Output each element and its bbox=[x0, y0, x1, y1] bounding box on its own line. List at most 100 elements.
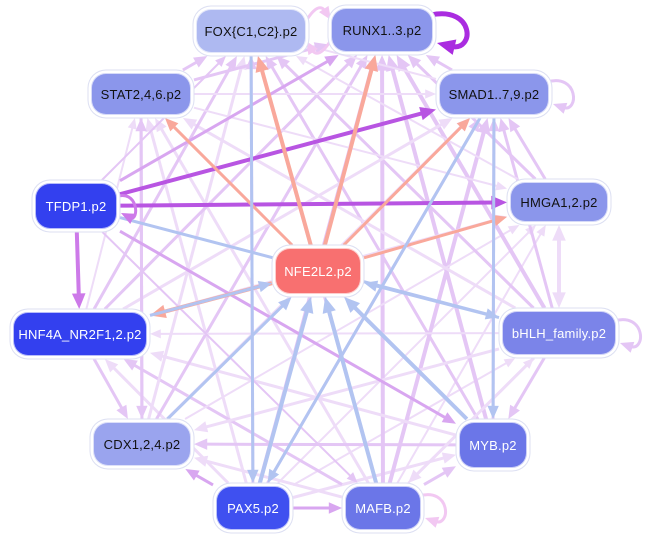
edge-mafb-hnf4a-arrowhead bbox=[123, 359, 138, 371]
edge-mafb-myb bbox=[423, 470, 448, 486]
edge-tfdp-hmga bbox=[119, 200, 495, 208]
edge-bhlh-hnf4a bbox=[158, 332, 500, 335]
node-label-nfe: NFE2L2.p2 bbox=[284, 263, 352, 279]
edge-bhlh-runx bbox=[401, 64, 547, 310]
edge-cdx-fox bbox=[147, 65, 244, 420]
node-stat[interactable]: STAT2,4,6.p2 bbox=[91, 73, 191, 115]
edge-mafb-nfe-arrowhead bbox=[322, 297, 336, 314]
node-runx[interactable]: RUNX1..3.p2 bbox=[331, 8, 433, 52]
edge-hnf4a-smad-arrowhead bbox=[438, 118, 453, 130]
edge-myb-hnf4a-arrowhead bbox=[150, 350, 165, 362]
edge-pax5-cdx bbox=[193, 472, 214, 487]
edge-myb-hnf4a bbox=[159, 354, 457, 437]
node-bhlh[interactable]: bHLH_family.p2 bbox=[502, 311, 616, 355]
edge-bhlh-mafb bbox=[414, 356, 535, 477]
edge-pax5-bhlh-arrowhead bbox=[503, 358, 516, 368]
edge-fox-pax5 bbox=[249, 55, 255, 473]
edge-mafb-runx bbox=[380, 67, 385, 484]
node-cdx[interactable]: CDX1,2,4.p2 bbox=[93, 422, 191, 466]
node-smad[interactable]: SMAD1..7,9.p2 bbox=[439, 73, 549, 115]
edge-pax5-nfe bbox=[257, 308, 310, 484]
edge-cdx-runx bbox=[155, 63, 364, 420]
edge-nfe-smad-arrowhead bbox=[456, 118, 471, 132]
edge-stat-runx bbox=[193, 45, 319, 82]
node-pax5[interactable]: PAX5.p2 bbox=[216, 486, 290, 530]
edge-stat-hmga-arrowhead bbox=[495, 181, 507, 191]
edge-smad-runx bbox=[434, 58, 453, 72]
edge-tfdp-smad-arrowhead bbox=[419, 107, 436, 121]
edge-pax5-hnf4a-arrowhead bbox=[104, 359, 119, 373]
node-tfdp[interactable]: TFDP1.p2 bbox=[35, 183, 117, 229]
edge-fox-runx-curve bbox=[304, 6, 327, 22]
edge-hnf4a-stat-arrowhead bbox=[127, 118, 137, 130]
edge-hnf4a-runx bbox=[103, 61, 351, 311]
edge-stat-runx-arrowhead bbox=[313, 42, 328, 54]
self-loop-smad bbox=[545, 79, 575, 110]
edge-tfdp-bhlh-arrowhead bbox=[484, 308, 499, 320]
node-nfe[interactable]: NFE2L2.p2 bbox=[275, 248, 361, 294]
node-label-pax5: PAX5.p2 bbox=[227, 500, 279, 516]
edge-tfdp-fox bbox=[101, 61, 221, 181]
edge-tfdp-runx bbox=[119, 58, 331, 182]
edge-cdx-hmga bbox=[184, 228, 513, 420]
edge-smad-myb-arrowhead bbox=[487, 405, 499, 419]
edge-myb-nfe bbox=[351, 304, 469, 421]
edge-fox-pax5-arrowhead bbox=[247, 469, 259, 483]
edge-hmga-fox bbox=[303, 59, 519, 180]
edge-myb-cdx-arrowhead bbox=[194, 438, 208, 450]
node-hnf4a[interactable]: HNF4A_NR2F1,2.p2 bbox=[13, 312, 147, 356]
node-hmga[interactable]: HMGA1,2.p2 bbox=[510, 182, 608, 222]
edge-hmga-fox-arrowhead bbox=[296, 56, 308, 66]
edge-hmga-smad bbox=[512, 126, 547, 180]
edge-mafb-hnf4a bbox=[131, 362, 343, 486]
edge-bhlh-stat-arrowhead bbox=[182, 118, 198, 130]
edge-bhlh-stat bbox=[191, 121, 517, 310]
edge-tfdp-runx-arrowhead bbox=[324, 55, 339, 67]
edge-cdx-runx-arrowhead bbox=[355, 55, 368, 70]
self-loop-mafb-arrowhead bbox=[425, 516, 440, 528]
self-loop-smad-arrowhead bbox=[553, 102, 568, 114]
edge-nfe-hmga bbox=[363, 218, 498, 260]
edge-pax5-bhlh bbox=[292, 361, 509, 486]
edge-hnf4a-fox-arrowhead bbox=[225, 56, 237, 71]
edge-nfe-smad bbox=[342, 124, 464, 247]
edge-bhlh-fox bbox=[282, 62, 535, 310]
edge-bhlh-mafb-arrowhead bbox=[408, 469, 422, 483]
edge-mafb-smad bbox=[387, 129, 487, 484]
edge-mafb-nfe bbox=[326, 308, 379, 484]
edge-bhlh-smad-arrowhead bbox=[498, 118, 510, 133]
edge-runx-fox-curve bbox=[310, 39, 333, 55]
edge-mafb-myb-arrowhead bbox=[441, 466, 456, 478]
edge-hnf4a-nfe-arrowhead bbox=[257, 281, 272, 293]
edge-pax5-stat bbox=[148, 127, 248, 484]
edge-myb-fox bbox=[269, 64, 480, 420]
edge-hnf4a-cdx-arrowhead bbox=[116, 404, 128, 419]
edge-hmga-bhlh-arrowhead bbox=[552, 225, 566, 241]
edge-tfdp-mafb bbox=[101, 231, 353, 478]
node-myb[interactable]: MYB.p2 bbox=[459, 422, 527, 468]
edge-nfe-stat-arrowhead bbox=[165, 118, 179, 132]
edge-stat-fox-arrowhead bbox=[193, 56, 208, 68]
edge-bhlh-fox-arrowhead bbox=[276, 56, 290, 70]
edge-hnf4a-cdx bbox=[92, 358, 125, 411]
edge-smad-pax5-arrowhead bbox=[267, 468, 280, 483]
edge-mafb-stat bbox=[159, 126, 370, 484]
edge-runx-fox-curve-arrowhead bbox=[306, 41, 319, 56]
edge-stat-cdx bbox=[139, 117, 144, 409]
self-loop-mafb bbox=[417, 493, 447, 524]
edge-tfdp-smad bbox=[119, 110, 425, 197]
edge-stat-smad-arrowhead bbox=[425, 89, 436, 99]
edge-tfdp-hnf4a bbox=[74, 231, 81, 297]
edge-nfe-runx bbox=[322, 66, 375, 246]
edge-hmga-smad-arrowhead bbox=[508, 118, 521, 133]
edge-pax5-nfe-arrowhead bbox=[300, 297, 314, 314]
node-mafb[interactable]: MAFB.p2 bbox=[345, 486, 421, 530]
edge-stat-fox bbox=[182, 59, 199, 72]
node-fox[interactable]: FOX{C1,C2}.p2 bbox=[196, 9, 306, 53]
edge-mafb-cdx-arrowhead bbox=[194, 455, 209, 467]
node-label-hnf4a: HNF4A_NR2F1,2.p2 bbox=[18, 326, 142, 342]
self-loop-runx bbox=[428, 11, 470, 50]
edge-fox-runx-curve-arrowhead bbox=[318, 5, 331, 20]
edge-pax5-cdx-arrowhead bbox=[185, 469, 200, 481]
